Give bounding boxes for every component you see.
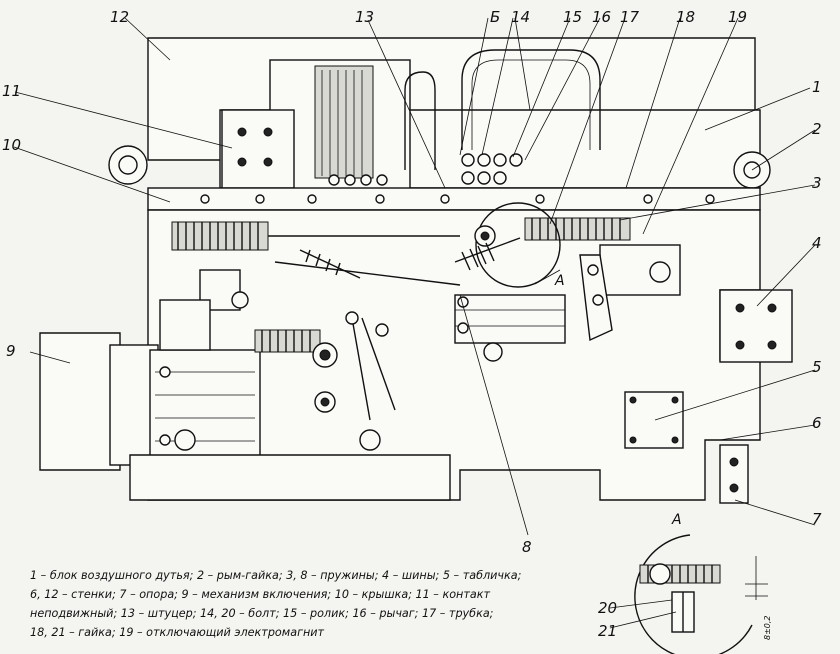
callout-4: 4: [812, 234, 822, 252]
callout-7: 7: [812, 510, 822, 528]
callout-14: 14: [511, 8, 530, 26]
dimension-label: 8±0,2: [763, 615, 772, 640]
leader-lines: [13, 17, 816, 536]
section-mark-b: Б: [490, 8, 500, 26]
callout-19: 19: [728, 8, 747, 26]
callout-8: 8: [522, 538, 532, 556]
legend-line-4: 18, 21 – гайка; 19 – отключающий электро…: [30, 626, 325, 639]
callout-21: 21: [598, 622, 617, 640]
tube-loop-inner: [471, 59, 591, 150]
callout-15: 15: [563, 8, 582, 26]
callout-18: 18: [676, 8, 695, 26]
detail-view-a: [609, 534, 768, 654]
contact-bolts: [328, 153, 523, 186]
callout-6: 6: [812, 414, 822, 432]
base-plate: [129, 454, 451, 501]
callout-12: 12: [110, 8, 129, 26]
tube-loop-right: [461, 49, 601, 150]
callout-16: 16: [592, 8, 611, 26]
cover-screws: [200, 194, 715, 204]
spring-upper-left: [171, 221, 269, 251]
spring-upper-right: [524, 217, 631, 241]
callout-20: 20: [598, 599, 617, 617]
legend-line-1: 1 – блок воздушного дутья; 2 – рым-гайка…: [30, 569, 522, 582]
support-foot: [719, 444, 749, 504]
callout-2: 2: [812, 120, 822, 138]
callout-17: 17: [620, 8, 640, 26]
bus-plate: [719, 289, 793, 363]
cover-bar: [147, 187, 761, 211]
tube-loop-left: [404, 71, 436, 170]
callout-11: 11: [2, 82, 21, 100]
callout-13: 13: [355, 8, 374, 26]
spring-8: [454, 237, 521, 271]
legend-line-2: 6, 12 – стенки; 7 – опора; 9 – механизм …: [30, 588, 491, 601]
legend-line-3: неподвижный; 13 – штуцер; 14, 20 – болт;…: [30, 607, 494, 620]
drive-link: [351, 317, 396, 421]
callout-10: 10: [2, 136, 21, 154]
view-mark: А: [671, 512, 682, 528]
callout-1: 1: [812, 78, 822, 96]
callout-5: 5: [812, 358, 822, 376]
air-block-core: [314, 65, 374, 179]
air-block-fins: [321, 70, 363, 176]
closing-mechanism-body: [39, 332, 121, 471]
callout-3: 3: [812, 174, 822, 192]
view-mark-inline: А: [554, 273, 565, 289]
callout-9: 9: [6, 342, 16, 360]
spring-lower: [254, 329, 321, 353]
fixed-contact-block: [221, 109, 295, 189]
tube-assembly: [454, 294, 566, 344]
detail-circle-a: [475, 202, 561, 288]
spring-small: [299, 249, 361, 279]
